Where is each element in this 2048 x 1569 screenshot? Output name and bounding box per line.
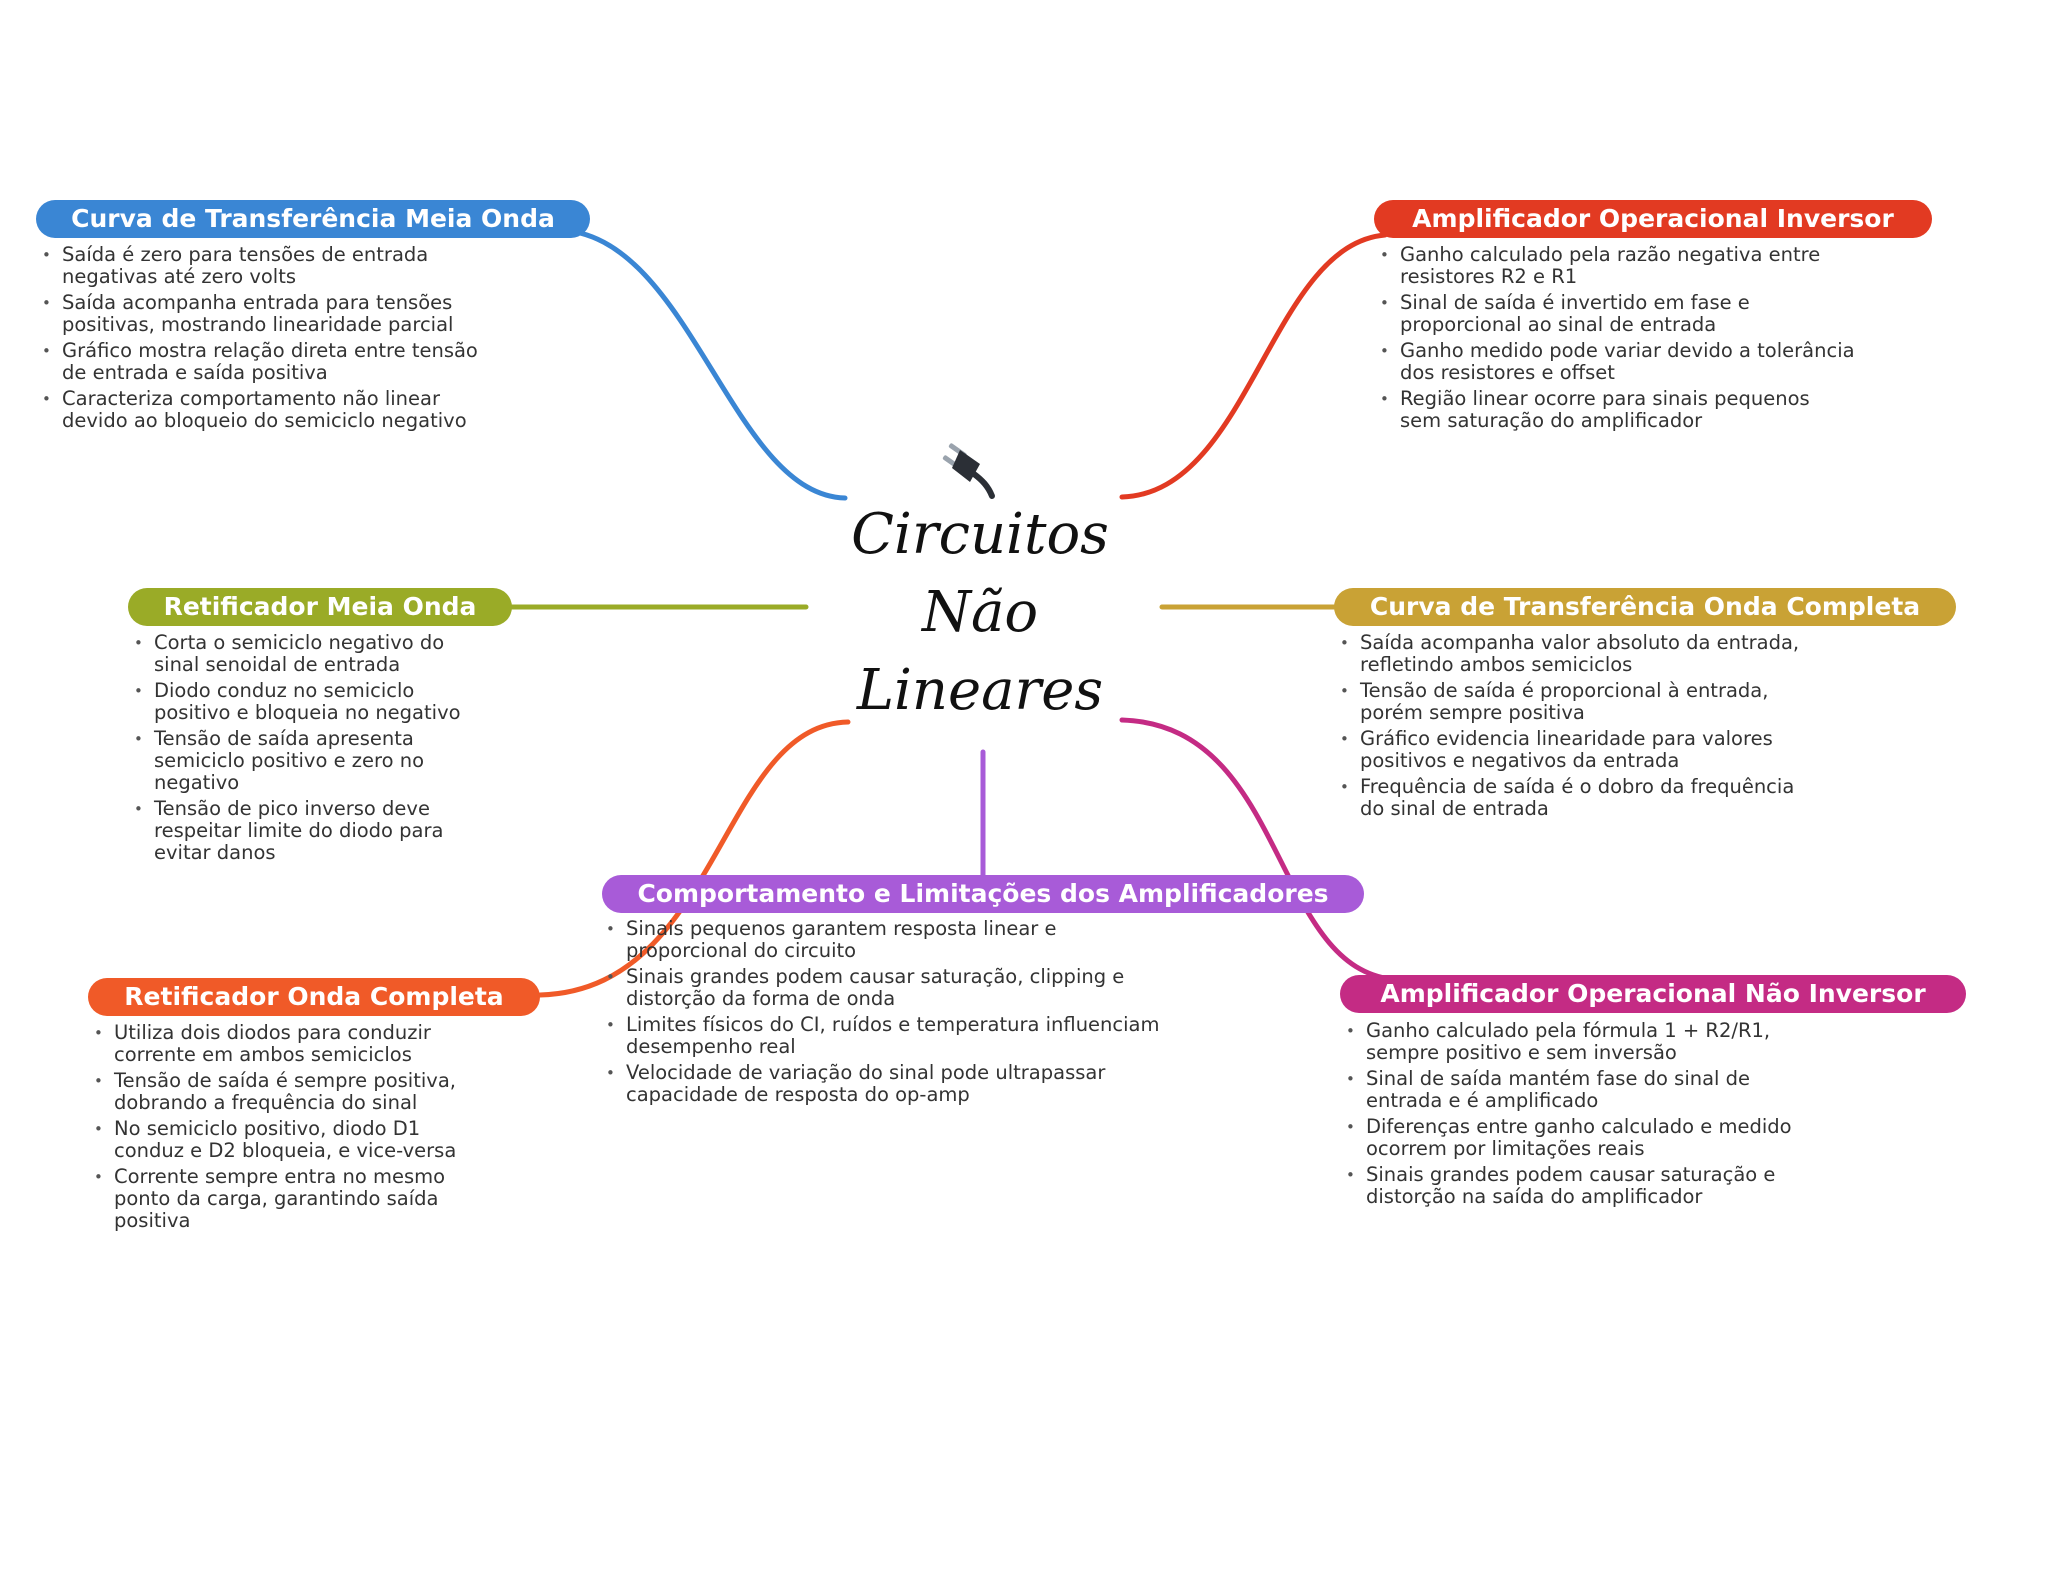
bullet-item: Diferenças entre ganho calculado e medid…	[1342, 1116, 1822, 1160]
plug-icon	[940, 440, 1010, 508]
bullet-item: Velocidade de variação do sinal pode ult…	[602, 1062, 1162, 1106]
branch-title-curva-meia-onda[interactable]: Curva de Transferência Meia Onda	[36, 200, 590, 238]
bullet-item: Caracteriza comportamento não linear dev…	[38, 388, 498, 432]
branch-title-retificador-onda-completa[interactable]: Retificador Onda Completa	[88, 978, 540, 1016]
branch-title-amp-inversor[interactable]: Amplificador Operacional Inversor	[1374, 200, 1932, 238]
bullet-item: Tensão de saída é sempre positiva, dobra…	[90, 1070, 470, 1114]
bullet-item: Tensão de pico inverso deve respeitar li…	[130, 798, 490, 864]
bullet-item: No semiciclo positivo, diodo D1 conduz e…	[90, 1118, 470, 1162]
bullet-item: Saída é zero para tensões de entrada neg…	[38, 244, 498, 288]
bullet-item: Sinal de saída é invertido em fase e pro…	[1376, 292, 1856, 336]
bullet-item: Frequência de saída é o dobro da frequên…	[1336, 776, 1816, 820]
branch-bullets-retificador-meia-onda: Corta o semiciclo negativo do sinal seno…	[130, 632, 490, 868]
bullet-item: Ganho calculado pela fórmula 1 + R2/R1, …	[1342, 1020, 1822, 1064]
branch-title-comportamento-limitacoes[interactable]: Comportamento e Limitações dos Amplifica…	[602, 875, 1364, 913]
branch-bullets-curva-meia-onda: Saída é zero para tensões de entrada neg…	[38, 244, 498, 436]
bullet-item: Gráfico mostra relação direta entre tens…	[38, 340, 498, 384]
connector-line	[1119, 717, 1403, 983]
branch-bullets-curva-onda-completa: Saída acompanha valor absoluto da entrad…	[1336, 632, 1816, 824]
bullet-item: Corrente sempre entra no mesmo ponto da …	[90, 1166, 470, 1232]
bullet-item: Saída acompanha valor absoluto da entrad…	[1336, 632, 1816, 676]
bullet-item: Corta o semiciclo negativo do sinal seno…	[130, 632, 490, 676]
branch-bullets-comportamento-limitacoes: Sinais pequenos garantem resposta linear…	[602, 918, 1162, 1110]
bullet-item: Ganho medido pode variar devido a tolerâ…	[1376, 340, 1856, 384]
connector-line	[553, 227, 848, 501]
branch-title-amp-nao-inversor[interactable]: Amplificador Operacional Não Inversor	[1340, 975, 1966, 1013]
bullet-item: Limites físicos do CI, ruídos e temperat…	[602, 1014, 1162, 1058]
center-topic[interactable]: Circuitos Não Lineares	[830, 496, 1130, 730]
bullet-item: Região linear ocorre para sinais pequeno…	[1376, 388, 1856, 432]
bullet-item: Diodo conduz no semiciclo positivo e blo…	[130, 680, 490, 724]
center-title-line: Lineares	[856, 658, 1104, 723]
branch-bullets-amp-inversor: Ganho calculado pela razão negativa entr…	[1376, 244, 1856, 436]
branch-title-retificador-meia-onda[interactable]: Retificador Meia Onda	[128, 588, 512, 626]
bullet-item: Ganho calculado pela razão negativa entr…	[1376, 244, 1856, 288]
bullet-item: Sinais pequenos garantem resposta linear…	[602, 918, 1162, 962]
branch-bullets-retificador-onda-completa: Utiliza dois diodos para conduzir corren…	[90, 1022, 470, 1236]
bullet-item: Saída acompanha entrada para tensões pos…	[38, 292, 498, 336]
bullet-item: Utiliza dois diodos para conduzir corren…	[90, 1022, 470, 1066]
bullet-item: Sinais grandes podem causar saturação, c…	[602, 966, 1162, 1010]
bullet-item: Tensão de saída é proporcional à entrada…	[1336, 680, 1816, 724]
connector-line	[1119, 232, 1388, 500]
bullet-item: Sinal de saída mantém fase do sinal de e…	[1342, 1068, 1822, 1112]
center-title-line: Não	[921, 580, 1039, 645]
branch-bullets-amp-nao-inversor: Ganho calculado pela fórmula 1 + R2/R1, …	[1342, 1020, 1822, 1212]
bullet-item: Gráfico evidencia linearidade para valor…	[1336, 728, 1816, 772]
bullet-item: Tensão de saída apresenta semiciclo posi…	[130, 728, 490, 794]
center-title-line: Circuitos	[851, 502, 1109, 567]
bullet-item: Sinais grandes podem causar saturação e …	[1342, 1164, 1822, 1208]
branch-title-curva-onda-completa[interactable]: Curva de Transferência Onda Completa	[1334, 588, 1956, 626]
